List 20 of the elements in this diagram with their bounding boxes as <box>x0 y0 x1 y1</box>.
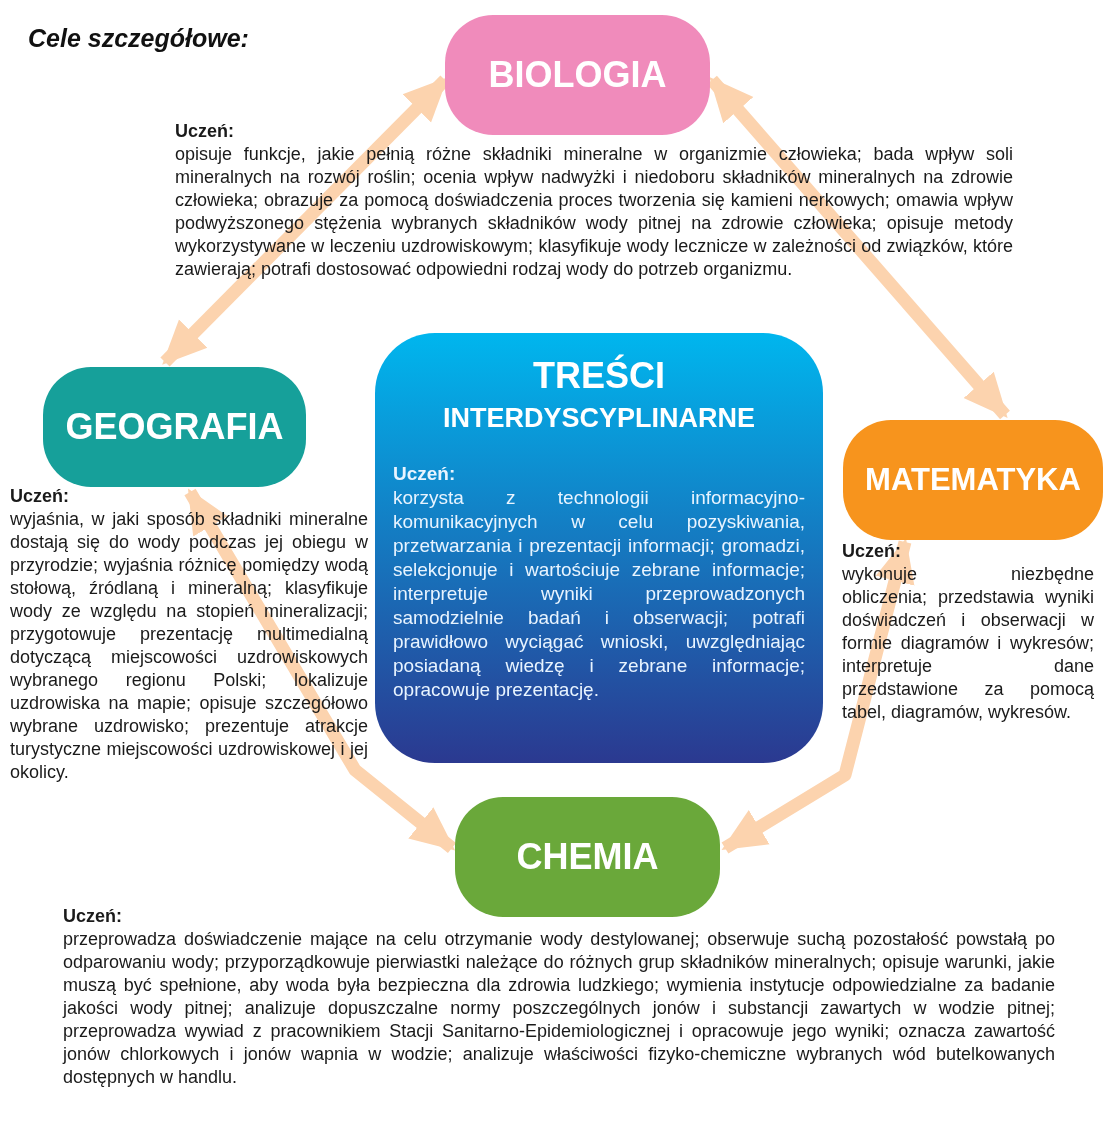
double-arrow <box>184 488 457 854</box>
subject-box: BIOLOGIA <box>445 15 710 135</box>
panel-subtitle: INTERDYSCYPLINARNE <box>443 403 755 434</box>
learning-outcomes-text: opisuje funkcje, jakie pełnią różne składniki mineralne w organizmie człowieka; bada wpływ soli mineralnych na rozwój roślin; ocenia wpływ nadwyżki i niedoboru składników mineralnych na zdrowie człowieka; obrazuje za pomocą doświadczenia proces tworzenia się kamieni nerkowych; omawia wpływ podwyższonego stężenia wybranych składników wody pitnej na zdrowie człowieka; opisuje metody wykorzystywane w leczeniu uzdrowiskowym; klasyfikuje wody lecznicze w zależności od związków, które zawierają; potrafi dostosować odpowiedni rodzaj wody do potrzeb organizmu. <box>175 143 1013 281</box>
student-label: Uczeń: <box>393 462 457 486</box>
learning-outcomes-text: przeprowadza doświadczenie mające na celu otrzymanie wody destylowanej; obserwuje suchą pozostałość powstałą po odparowaniu wody; przyporządkowuje pierwiastki należące do różnych grup składników mineralnych; opisuje warunki, jakie muszą być spełnione, aby woda była bezpieczna dla zdrowia ludzkiego; wymienia instytucje odpowiedzialne za badanie jakości wody pitnej; analizuje dopuszczalne normy poszczególnych jonów i substancji zawartych w wodzie pitnej; przeprowadza wywiad z pracownikiem Stacji Sanitarno-Epidemiologicznej i opracowuje jego wyniki; oznacza zawartość jonów chlorkowych i jonów wapnia w wodzie; analizuje właściwości fizyko-chemiczne wybranych wód butelkowanych dostępnych w handlu. <box>63 928 1055 1089</box>
student-label: Uczeń: <box>63 905 123 928</box>
learning-outcomes-text: wykonuje niezbędne obliczenia; przedstawia wyniki doświadczeń i obserwacji w formie diagramów i wykresów; interpretuje dane przedstawione za pomocą tabel, diagramów, wykresów. <box>842 563 1094 724</box>
panel-title: TREŚCI <box>533 355 665 397</box>
subject-box: MATEMATYKA <box>843 420 1103 540</box>
double-arrow <box>721 538 915 854</box>
subject-box: GEOGRAFIA <box>43 367 306 487</box>
student-label: Uczeń: <box>175 120 235 143</box>
learning-outcomes-text: korzysta z technologii informacyjno-komunikacyjnych w celu pozyskiwania, przetwarzania i prezentacji informacji; gromadzi, selekcjonuje i wartościuje zebrane informacje; interpretuje wyniki przeprowadzonych samodzielnie badań i obserwacji; potrafi prawidłowo wyciągać wnioski, uwzględniając posiadaną wiedzę i zebrane informacje; opracowuje prezentację. <box>393 486 805 702</box>
subject-box: CHEMIA <box>455 797 720 917</box>
learning-outcomes-text: wyjaśnia, w jaki sposób składniki mineralne dostają się do wody podczas jej obiegu w przyrodzie; wyjaśnia różnicę pomiędzy wodą stołową, źródlaną i mineralną; klasyfikuje wody ze względu na stopień mineralizacji; przygotowuje prezentację multimedialną dotyczącą miejscowości uzdrowiskowych wybranego regionu Polski; lokalizuje uzdrowiska na mapie; opisuje szczegółowo wybrane uzdrowisko; prezentuje atrakcje turystyczne miejscowości uzdrowiskowej i jej okolicy. <box>10 508 368 784</box>
student-label: Uczeń: <box>10 485 70 508</box>
central-panel <box>375 333 823 763</box>
diagram-title: Cele szczegółowe: <box>28 24 249 53</box>
student-label: Uczeń: <box>842 540 902 563</box>
